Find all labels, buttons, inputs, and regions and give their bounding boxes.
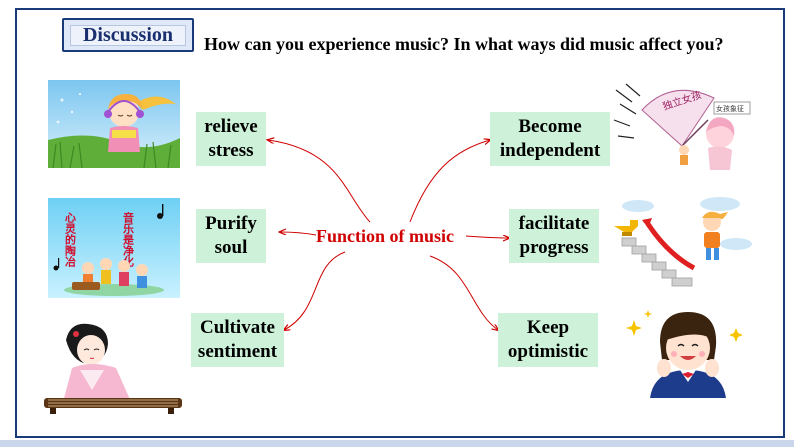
connector-purify-soul (280, 232, 317, 236)
stairs-trophy-image (614, 197, 752, 287)
headphone-girl-image (48, 80, 180, 168)
umbrella-girl-image: 独立女孩 女孩象征 (613, 83, 751, 170)
slide-frame (15, 8, 785, 438)
box-facilitate-progress: facilitate progress (509, 209, 599, 263)
connector-become-independent (409, 140, 490, 223)
calligraphy-right: 音乐是净化 (122, 211, 136, 268)
center-topic: Function of music (316, 226, 455, 246)
bottom-band (0, 440, 794, 447)
calligraphy-left: 心灵的陶冶 (64, 212, 77, 268)
zither-player-image (44, 323, 182, 414)
box-cultivate-sentiment: Cultivate sentiment (191, 313, 284, 367)
box-keep-optimistic: Keep optimistic (498, 313, 598, 367)
discussion-tag: Discussion (62, 18, 194, 52)
connector-facilitate-progress (465, 236, 509, 238)
box-relieve-stress: relieve stress (196, 112, 266, 166)
box-purify-soul: Purify soul (196, 209, 266, 263)
connector-cultivate-sentiment (284, 251, 346, 330)
discussion-question: How can you experience music? In what wa… (204, 34, 724, 54)
music-children-image: 心灵的陶冶 音乐是净化 (48, 198, 180, 298)
umbrella-sign: 女孩象征 (716, 104, 744, 113)
discussion-label: Discussion (70, 24, 186, 46)
box-become-independent: Become independent (490, 112, 610, 166)
connector-relieve-stress (268, 140, 371, 223)
smiling-student-image (626, 310, 743, 398)
connector-keep-optimistic (429, 255, 498, 330)
